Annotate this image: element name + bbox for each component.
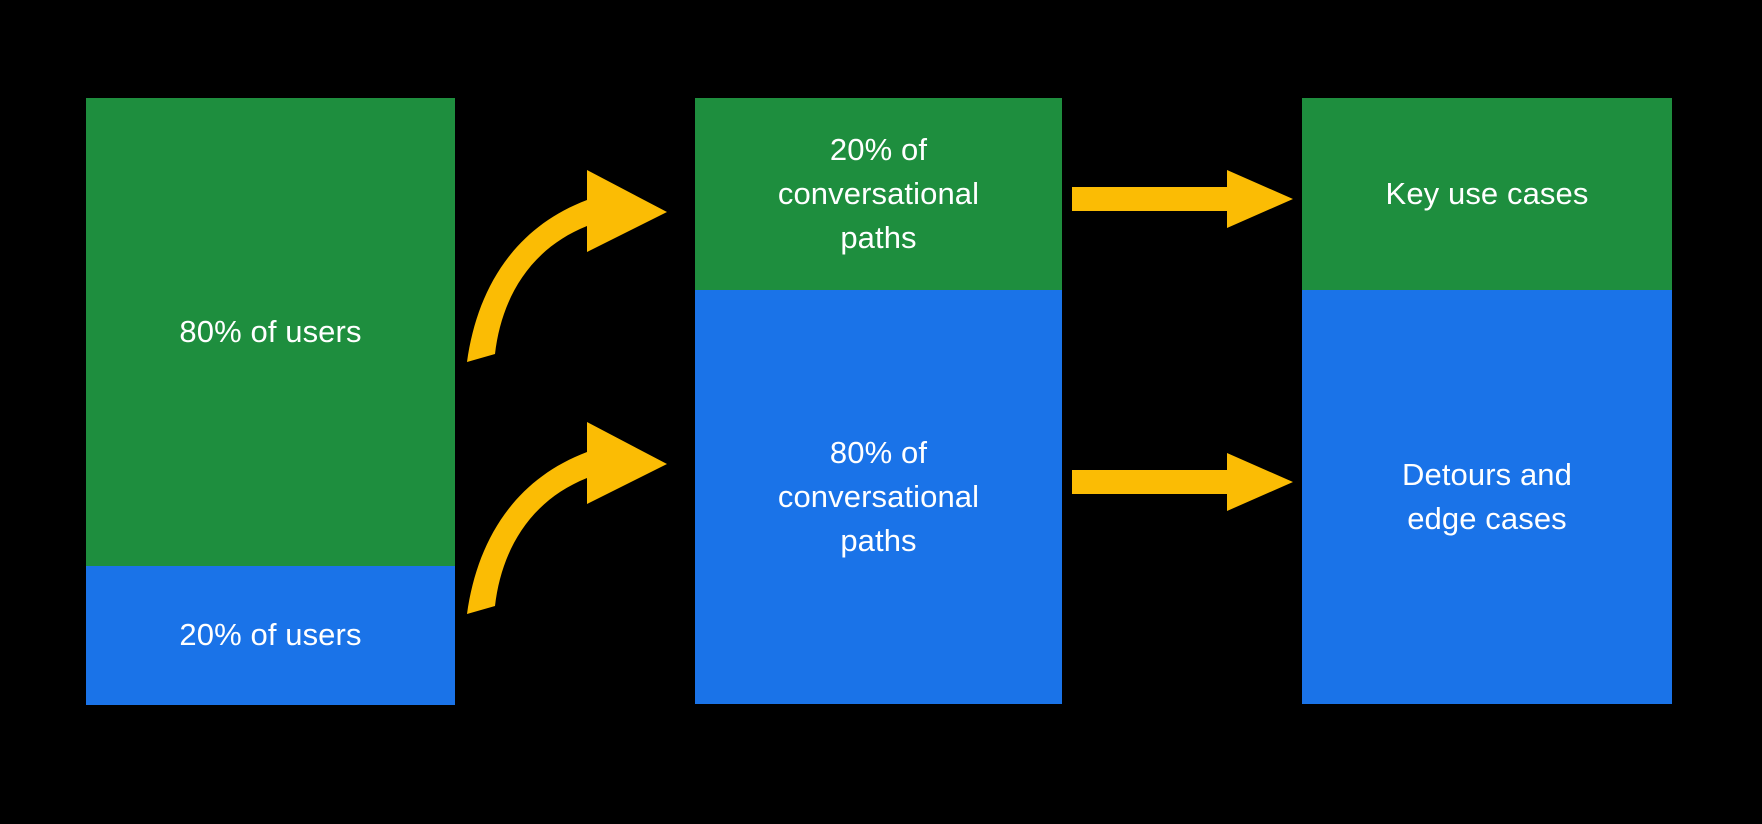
paths-green-label: 20% of conversational paths — [777, 131, 980, 255]
detours-edge-cases-segment: Detours and edge cases — [1302, 290, 1672, 704]
paths-blue-label: 80% of conversational paths — [777, 434, 980, 558]
curved-arrow-icon-top — [467, 170, 667, 362]
users-green-segment: 80% of users — [86, 98, 455, 566]
straight-arrow-icon-bottom — [1072, 453, 1293, 511]
curved-arrow-icon-bottom — [467, 422, 667, 614]
users-blue-label: 20% of users — [179, 617, 362, 653]
users-green-label: 80% of users — [179, 313, 362, 349]
use-cases-column: Key use cases Detours and edge cases — [1302, 98, 1672, 704]
paths-green-segment: 20% of conversational paths — [695, 98, 1062, 290]
key-use-cases-segment: Key use cases — [1302, 98, 1672, 290]
detours-edge-cases-label: Detours and edge cases — [1402, 456, 1572, 536]
conversational-paths-column: 20% of conversational paths 80% of conve… — [695, 98, 1062, 704]
paths-blue-segment: 80% of conversational paths — [695, 290, 1062, 704]
straight-arrow-icon-top — [1072, 170, 1293, 228]
key-use-cases-label: Key use cases — [1385, 175, 1589, 211]
users-column: 80% of users 20% of users — [86, 98, 455, 705]
users-blue-segment: 20% of users — [86, 566, 455, 705]
